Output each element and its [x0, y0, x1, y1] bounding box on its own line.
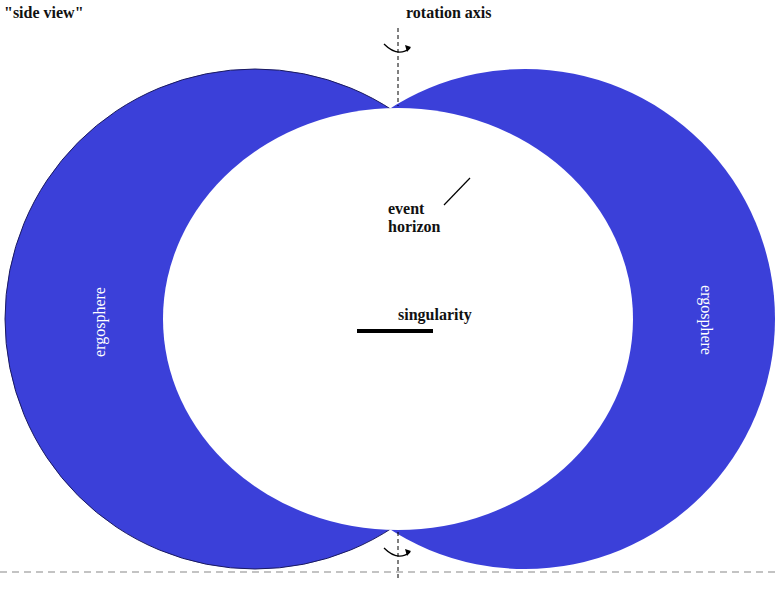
- rotation-arrowhead-top: [405, 45, 411, 52]
- ergosphere-region: ergosphere: [697, 285, 715, 355]
- ergosphere-region: ergosphere: [91, 287, 109, 357]
- event-horizon: [163, 108, 633, 530]
- rotation-arrow-bottom: [384, 548, 410, 556]
- ground-dashed-line: [0, 571, 780, 572]
- region-label: ergosphere: [697, 285, 715, 355]
- singularity-label: singularity: [398, 306, 472, 324]
- axis-label: rotation axis: [406, 4, 491, 22]
- view-heading: "side view": [4, 4, 84, 22]
- rotation-arrowhead-bottom: [405, 549, 411, 556]
- rotation-arrow-top: [384, 44, 410, 52]
- singularity-bar: [357, 329, 433, 333]
- horizon-label: event horizon: [388, 200, 450, 237]
- leader-line: [444, 178, 470, 205]
- rotation-axis-top: [398, 28, 399, 106]
- region-label: ergosphere: [91, 287, 109, 357]
